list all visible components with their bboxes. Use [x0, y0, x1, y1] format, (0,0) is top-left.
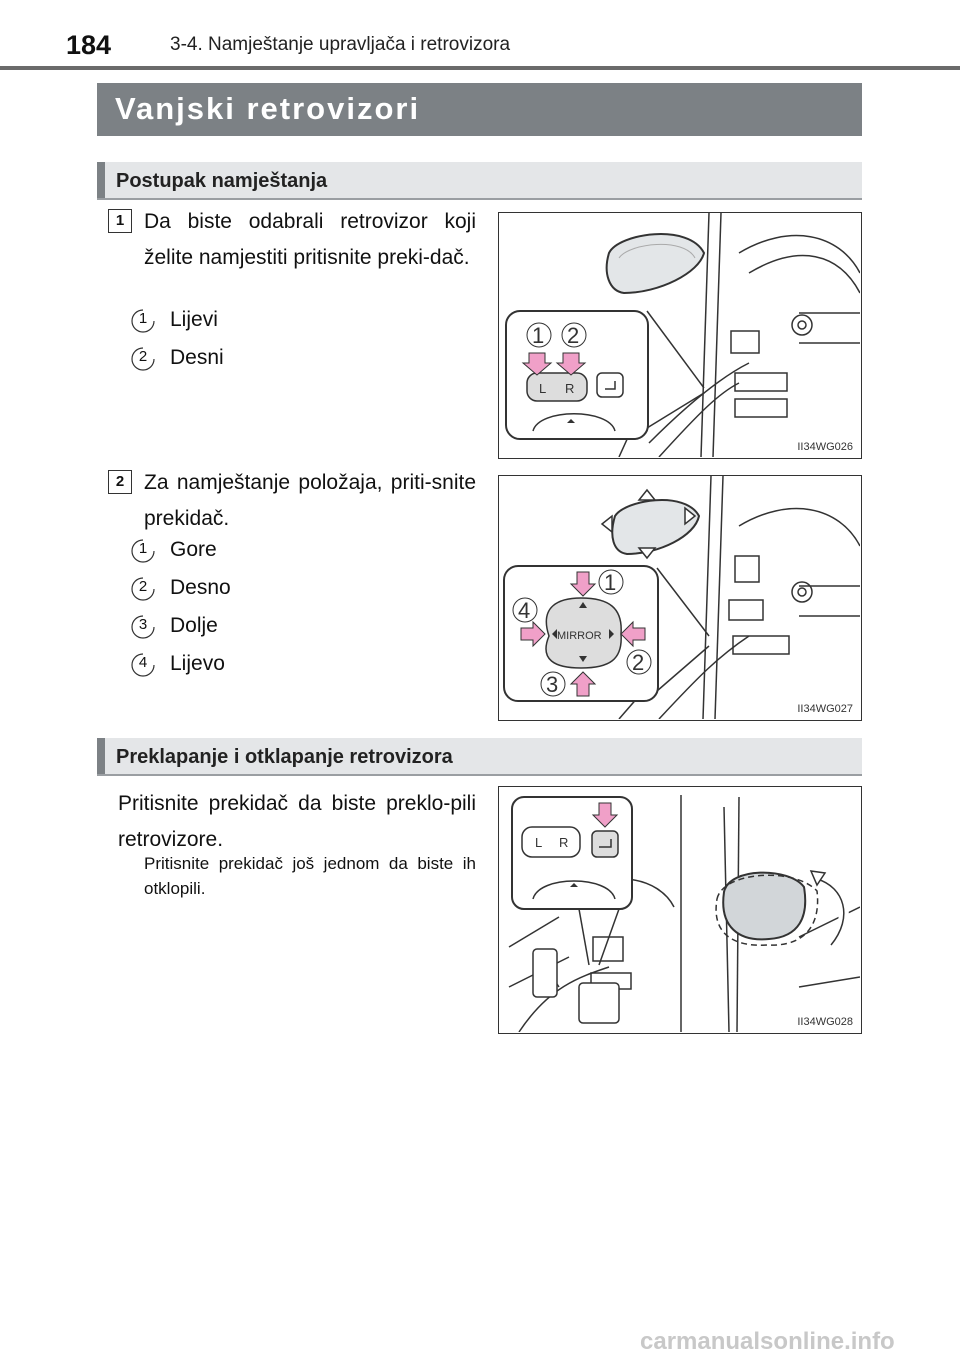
figure-code: II34WG027 [797, 703, 853, 715]
circled-number: 2 [130, 346, 156, 372]
subheading-fold: Preklapanje i otklapanje retrovizora [116, 746, 453, 768]
step-2-text: Za namještanje položaja, priti-snite pre… [144, 471, 476, 530]
step-1-text: Da biste odabrali retrovizor koji želite… [144, 210, 476, 269]
circled-number: 3 [130, 614, 156, 640]
figure-mirror-select: 1 2 L R II34WG026 [498, 212, 862, 459]
fold-instruction-text: Pritisnite prekidač da biste preklo-pili… [118, 792, 476, 851]
section-title-bar: Vanjski retrovizori [97, 83, 862, 136]
figure-mirror-fold: L R II34WG028 [498, 786, 862, 1034]
button-r-label: R [565, 381, 574, 396]
watermark: carmanualsonline.info [640, 1328, 895, 1355]
subheading-bar-adjust: Postupak namještanja [97, 162, 862, 200]
item-label: Desno [170, 576, 231, 599]
circled-number: 2 [130, 576, 156, 602]
header-rule [0, 66, 960, 70]
chapter-title: 3-4. Namještanje upravljača i retrovizor… [170, 34, 511, 55]
circled-number: 1 [130, 308, 156, 334]
callout-4: 4 [518, 598, 530, 623]
figure-code: II34WG026 [797, 441, 853, 453]
figure-code: II34WG028 [797, 1016, 853, 1028]
callout-1: 1 [532, 323, 544, 348]
item-label: Lijevi [170, 308, 218, 331]
circled-number: 4 [130, 652, 156, 678]
callout-2: 2 [632, 650, 644, 675]
mirror-switch-label: MIRROR [557, 630, 602, 642]
button-r-label: R [559, 835, 568, 850]
figure-mirror-adjust: MIRROR 1 2 3 4 II34WG027 [498, 475, 862, 721]
step-1-marker: 1 [108, 209, 132, 233]
page-number: 184 [66, 30, 112, 60]
callout-1: 1 [604, 570, 616, 595]
button-l-label: L [539, 381, 546, 396]
item-label: Desni [170, 346, 224, 369]
callout-2: 2 [567, 323, 579, 348]
subheading-adjust: Postupak namještanja [116, 170, 328, 192]
button-l-label: L [535, 835, 542, 850]
unfold-note-text: Pritisnite prekidač još jednom da biste … [144, 854, 476, 898]
callout-3: 3 [546, 672, 558, 697]
item-label: Gore [170, 538, 217, 561]
item-label: Lijevo [170, 652, 225, 675]
step-2-marker: 2 [108, 470, 132, 494]
page-title: Vanjski retrovizori [115, 91, 421, 126]
subheading-bar-fold: Preklapanje i otklapanje retrovizora [97, 738, 862, 776]
circled-number: 1 [130, 538, 156, 564]
item-label: Dolje [170, 614, 218, 637]
